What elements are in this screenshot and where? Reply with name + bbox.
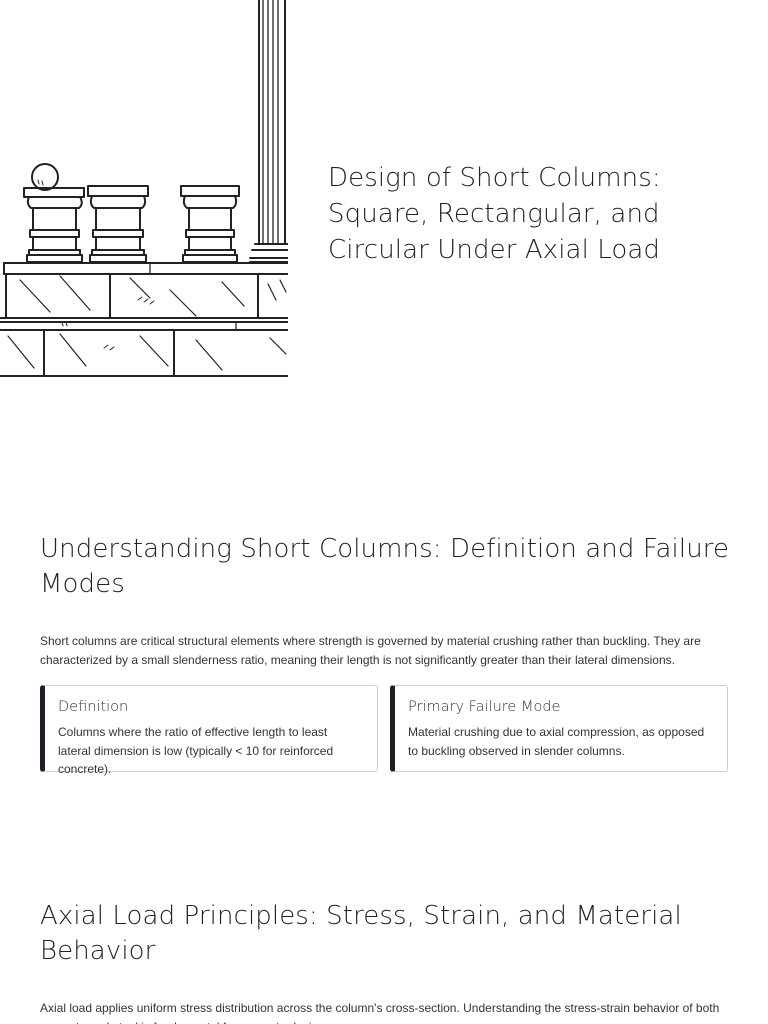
section-heading: Axial Load Principles: Stress, Strain, a… — [40, 901, 682, 966]
hero-section: Design of Short Columns: Square, Rectang… — [0, 0, 768, 400]
card-title: Definition — [58, 699, 129, 715]
section-lead: Axial load applies uniform stress distri… — [40, 1001, 720, 1024]
definition-card: Definition Columns where the ratio of ef… — [40, 685, 378, 776]
section-axial-load: Axial Load Principles: Stress, Strain, a… — [40, 899, 730, 1024]
column-balustrade-illustration — [0, 0, 288, 377]
page-title: Design of Short Columns: Square, Rectang… — [328, 163, 661, 265]
failure-mode-card: Primary Failure Mode Material crushing d… — [390, 685, 728, 772]
section-lead: Short columns are critical structural el… — [40, 634, 701, 667]
card-title: Primary Failure Mode — [408, 699, 561, 715]
card-body: Material crushing due to axial compressi… — [408, 725, 705, 758]
card-row: Definition Columns where the ratio of ef… — [40, 685, 730, 776]
card-body: Columns where the ratio of effective len… — [58, 725, 334, 776]
section-short-columns: Understanding Short Columns: Definition … — [40, 532, 730, 776]
section-heading: Understanding Short Columns: Definition … — [40, 534, 730, 599]
